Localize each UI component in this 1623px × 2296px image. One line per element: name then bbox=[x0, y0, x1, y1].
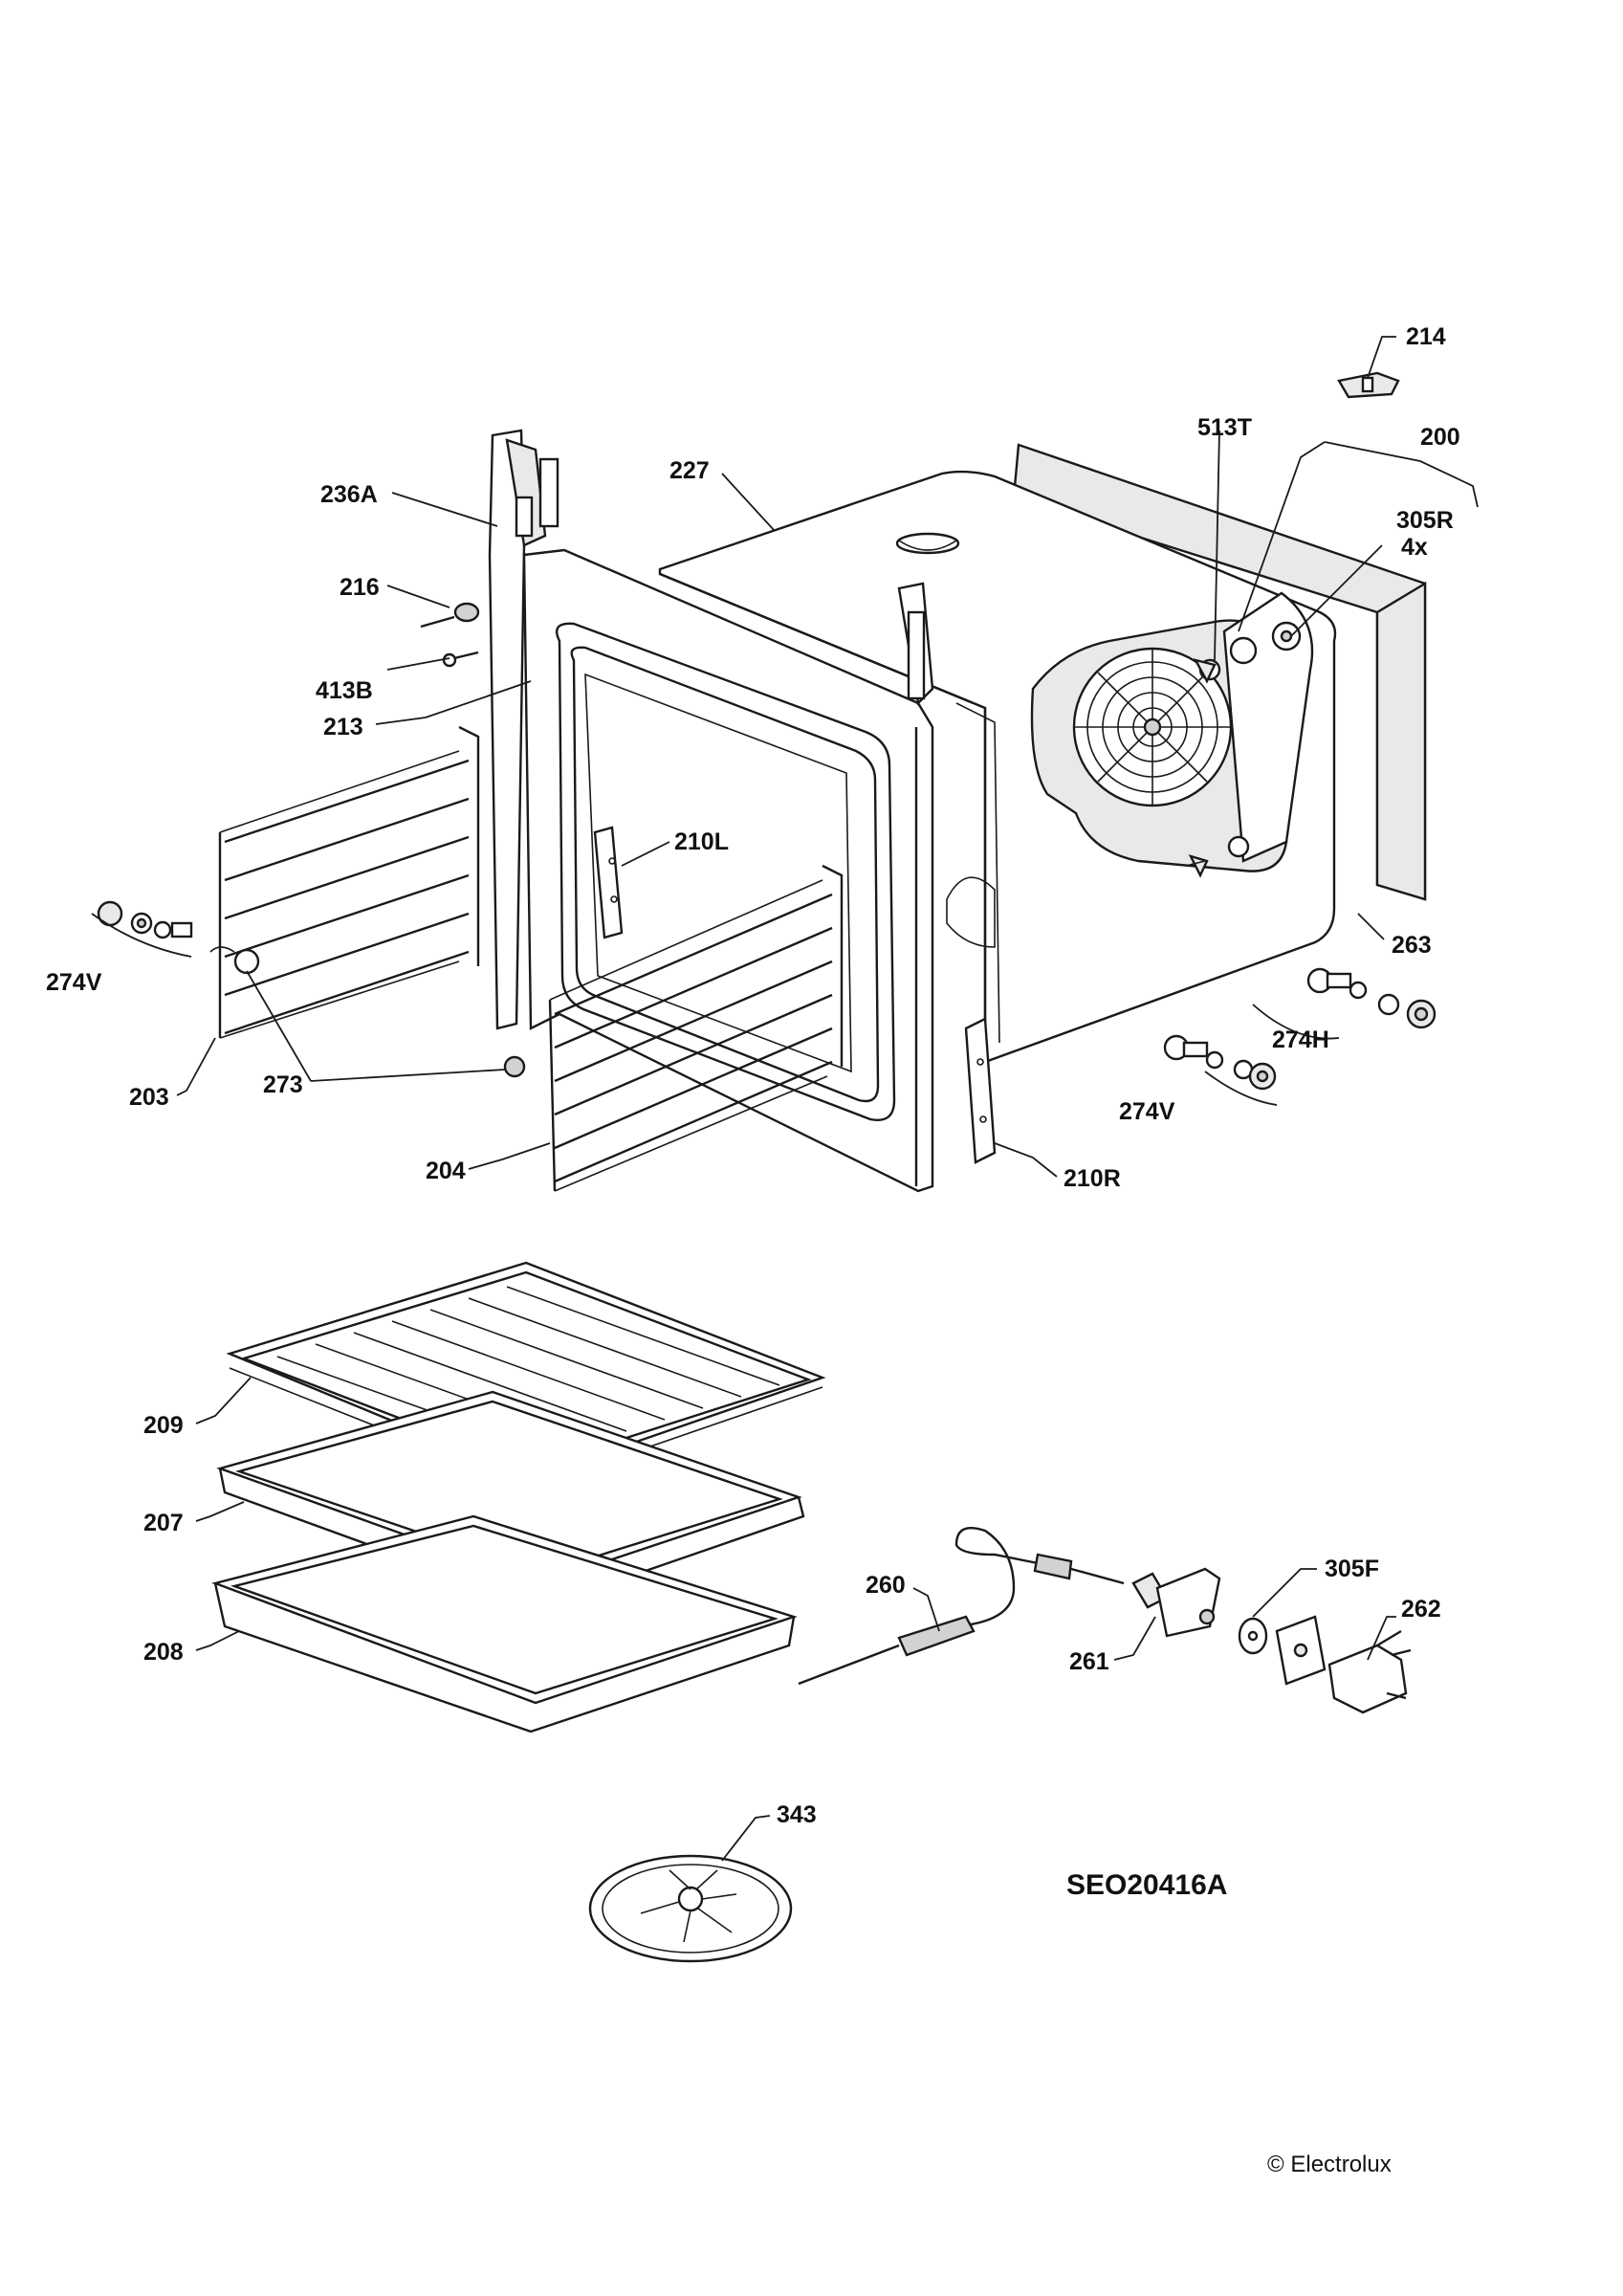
copyright-notice: © Electrolux bbox=[1267, 2152, 1392, 2177]
label-204: 204 bbox=[426, 1158, 466, 1184]
shelf-support-203 bbox=[209, 725, 480, 1039]
label-214: 214 bbox=[1406, 323, 1446, 350]
door-seal-213 bbox=[555, 622, 896, 1121]
wire-shelf-209 bbox=[226, 1261, 826, 1489]
bracket-274V-left bbox=[97, 900, 193, 939]
fan-assembly-513T bbox=[1030, 591, 1314, 878]
screws-216-413B bbox=[420, 602, 526, 1078]
bracket-274H bbox=[1306, 967, 1437, 1029]
label-274V-left: 274V bbox=[46, 969, 102, 996]
label-210L: 210L bbox=[674, 828, 729, 855]
drawing-id: SEO20416A bbox=[1066, 1869, 1227, 1901]
probe-socket-parts bbox=[1131, 1567, 1412, 1714]
deep-pan-208 bbox=[211, 1514, 798, 1733]
label-207: 207 bbox=[143, 1510, 184, 1536]
label-343: 343 bbox=[777, 1801, 817, 1828]
label-273: 273 bbox=[263, 1071, 303, 1098]
label-513T: 513T bbox=[1197, 414, 1252, 441]
label-274H: 274H bbox=[1272, 1027, 1329, 1053]
label-274V-right: 274V bbox=[1119, 1098, 1175, 1125]
label-260: 260 bbox=[866, 1572, 906, 1599]
fan-guard-343 bbox=[588, 1854, 793, 1963]
label-213: 213 bbox=[323, 714, 363, 740]
label-227: 227 bbox=[669, 457, 710, 484]
label-261: 261 bbox=[1069, 1648, 1109, 1675]
meat-probe-260 bbox=[798, 1526, 1125, 1686]
label-203: 203 bbox=[129, 1084, 169, 1111]
label-263: 263 bbox=[1392, 932, 1432, 959]
side-rail-210L bbox=[593, 826, 624, 939]
label-305F: 305F bbox=[1325, 1556, 1379, 1582]
label-210R: 210R bbox=[1064, 1165, 1121, 1192]
part-labels: 214 513T 200 227 236A 305R 4x 216 413B 2… bbox=[46, 323, 1460, 1828]
shelf-support-204 bbox=[548, 864, 844, 1192]
label-209: 209 bbox=[143, 1412, 184, 1439]
oven-cavity-227 bbox=[658, 443, 1427, 1064]
label-236A: 236A bbox=[320, 481, 378, 508]
label-216: 216 bbox=[340, 574, 380, 601]
label-200: 200 bbox=[1420, 424, 1460, 451]
side-rail-210R bbox=[964, 1017, 997, 1164]
bracket-274V-right bbox=[1163, 1034, 1277, 1091]
label-208: 208 bbox=[143, 1639, 184, 1666]
label-262: 262 bbox=[1401, 1596, 1441, 1623]
label-413B: 413B bbox=[316, 677, 373, 704]
label-305R: 305R bbox=[1396, 507, 1454, 534]
label-4x: 4x bbox=[1401, 534, 1428, 561]
leader-lines bbox=[91, 336, 1479, 1862]
